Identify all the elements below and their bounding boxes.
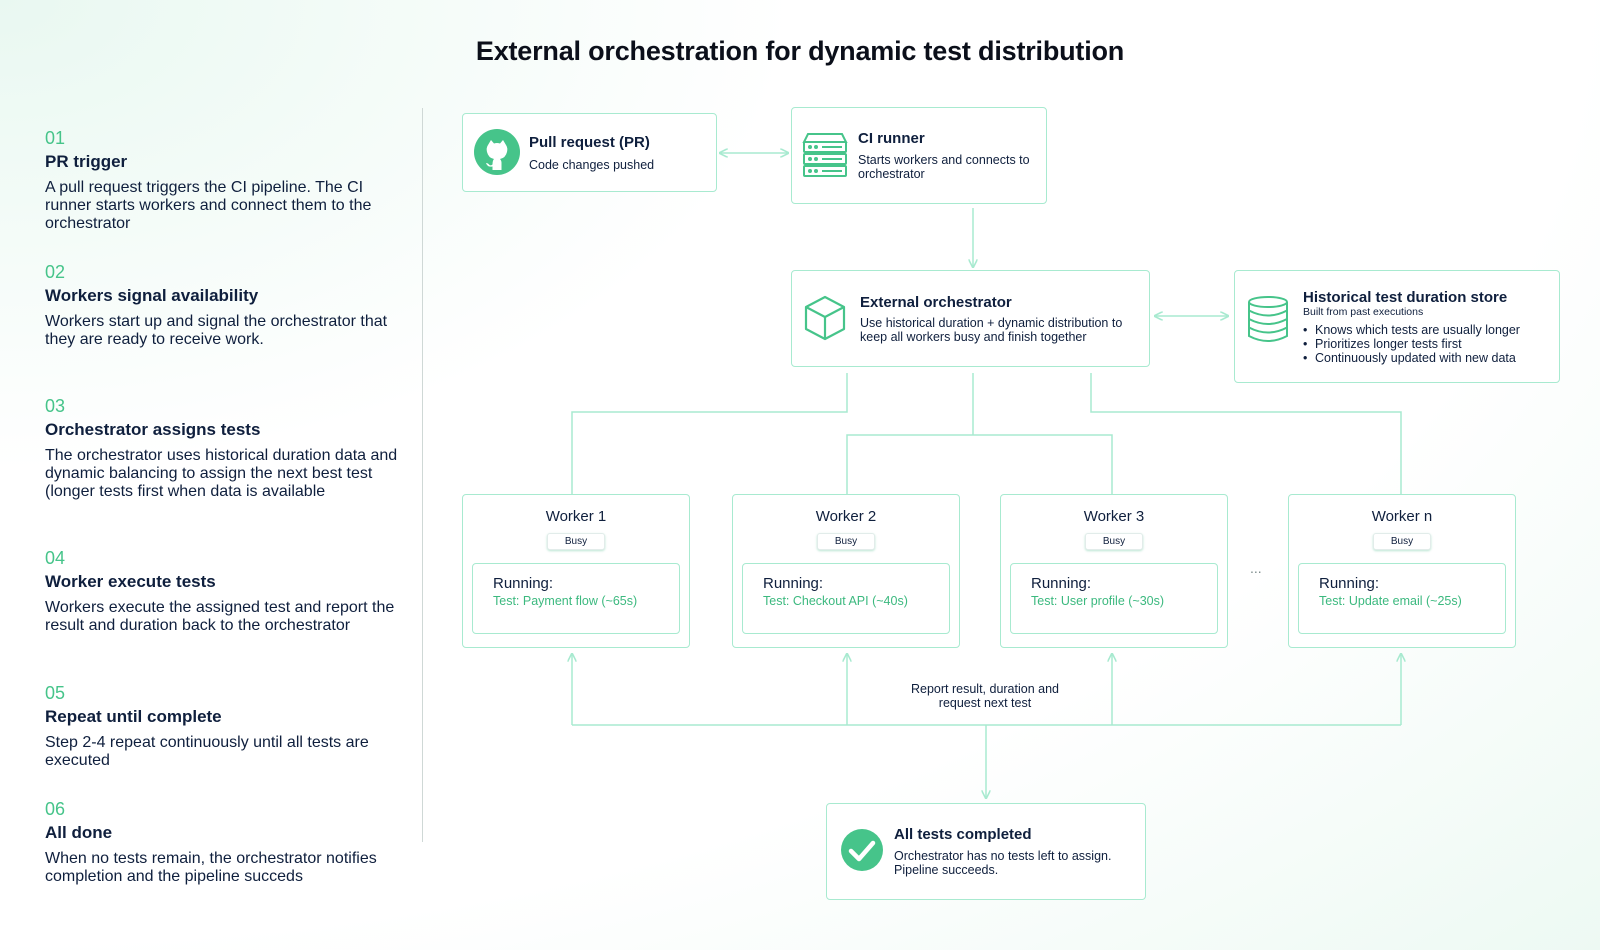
step-3: 03 Orchestrator assigns tests The orches… (45, 396, 410, 501)
database-icon (1248, 296, 1288, 342)
step-description: The orchestrator uses historical duratio… (45, 447, 398, 500)
step-1: 01 PR trigger A pull request triggers th… (45, 128, 410, 233)
history-store-bullet: Prioritizes longer tests first (1303, 337, 1520, 351)
step-5: 05 Repeat until complete Step 2-4 repeat… (45, 683, 410, 770)
step-number: 03 (45, 396, 66, 416)
step-number: 01 (45, 128, 66, 148)
step-description: Step 2-4 repeat continuously until all t… (45, 734, 369, 769)
step-number: 06 (45, 799, 66, 819)
running-test: Test: Checkout API (~40s) (763, 594, 908, 608)
step-title: Worker execute tests (45, 572, 216, 591)
all-done-title: All tests completed (894, 826, 1032, 843)
github-icon (474, 129, 520, 175)
status-badge: Busy (817, 533, 875, 550)
step-title: Orchestrator assigns tests (45, 420, 261, 439)
report-label: Report result, duration and request next… (910, 682, 1059, 710)
history-store-bullets: Knows which tests are usually longer Pri… (1303, 323, 1520, 365)
worker-1-node: Worker 1 Busy Running: Test: Payment flo… (462, 494, 690, 648)
running-label: Running: (1031, 575, 1092, 592)
pr-title: Pull request (PR) (529, 134, 650, 151)
history-store-bullet: Continuously updated with new data (1303, 351, 1520, 365)
running-label: Running: (1319, 575, 1380, 592)
ci-runner-node: CI runner Starts workers and connects to… (791, 107, 1047, 204)
status-badge: Busy (1085, 533, 1143, 550)
step-description: When no tests remain, the orchestrator n… (45, 850, 377, 885)
orchestrator-worker1-connector (571, 373, 848, 494)
ci-runner-subtitle: Starts workers and connects to orchestra… (858, 153, 1030, 181)
history-store-title: Historical test duration store (1303, 289, 1508, 306)
worker-n-node: Worker n Busy Running: Test: Update emai… (1288, 494, 1516, 648)
running-panel: Running: Test: User profile (~30s) (1010, 563, 1218, 634)
all-done-node: All tests completed Orchestrator has no … (826, 803, 1146, 900)
step-title: Workers signal availability (45, 286, 259, 305)
running-test: Test: Payment flow (~65s) (493, 594, 638, 608)
running-label: Running: (493, 575, 554, 592)
step-title: PR trigger (45, 152, 128, 171)
history-store-bullet: Knows which tests are usually longer (1303, 323, 1520, 337)
status-badge: Busy (1373, 533, 1431, 550)
orchestrator-workern-connector (1090, 373, 1402, 494)
running-test: Test: User profile (~30s) (1031, 594, 1165, 608)
worker-3-node: Worker 3 Busy Running: Test: User profil… (1000, 494, 1228, 648)
running-label: Running: (763, 575, 824, 592)
step-4: 04 Worker execute tests Workers execute … (45, 548, 410, 635)
running-test: Test: Update email (~25s) (1319, 594, 1462, 608)
server-icon (802, 133, 848, 177)
page-title: External orchestration for dynamic test … (475, 36, 1125, 66)
orchestrator-title: External orchestrator (860, 294, 1012, 311)
orchestrator-node: External orchestrator Use historical dur… (791, 270, 1150, 367)
history-store-node: Historical test duration store Built fro… (1234, 270, 1560, 383)
pr-subtitle: Code changes pushed (529, 158, 655, 172)
step-number: 05 (45, 683, 66, 703)
pr-node: Pull request (PR) Code changes pushed (462, 113, 717, 192)
step-2: 02 Workers signal availability Workers s… (45, 262, 410, 349)
check-circle-icon (841, 829, 883, 871)
running-panel: Running: Test: Update email (~25s) (1298, 563, 1506, 634)
all-done-subtitle: Orchestrator has no tests left to assign… (894, 849, 1112, 877)
step-number: 04 (45, 548, 66, 568)
step-description: Workers execute the assigned test and re… (45, 599, 395, 634)
step-description: A pull request triggers the CI pipeline.… (45, 179, 372, 232)
step-title: Repeat until complete (45, 707, 222, 726)
worker-2-node: Worker 2 Busy Running: Test: Checkout AP… (732, 494, 960, 648)
worker-name: Worker 1 (545, 508, 607, 525)
worker-name: Worker n (1371, 508, 1433, 525)
orchestrator-worker2-3-connector (846, 434, 1113, 494)
ci-runner-title: CI runner (858, 130, 925, 147)
step-6: 06 All done When no tests remain, the or… (45, 799, 410, 886)
status-badge: Busy (547, 533, 605, 550)
step-title: All done (45, 823, 113, 842)
cube-icon (804, 295, 846, 341)
panel-divider (422, 108, 423, 842)
orchestrator-subtitle: Use historical duration + dynamic distri… (860, 316, 1123, 344)
more-workers-ellipsis: ... (1250, 560, 1262, 576)
worker-name: Worker 2 (815, 508, 877, 525)
running-panel: Running: Test: Checkout API (~40s) (742, 563, 950, 634)
history-store-subtitle: Built from past executions (1303, 306, 1424, 318)
step-number: 02 (45, 262, 66, 282)
step-description: Workers start up and signal the orchestr… (45, 313, 388, 348)
worker-name: Worker 3 (1083, 508, 1145, 525)
running-panel: Running: Test: Payment flow (~65s) (472, 563, 680, 634)
